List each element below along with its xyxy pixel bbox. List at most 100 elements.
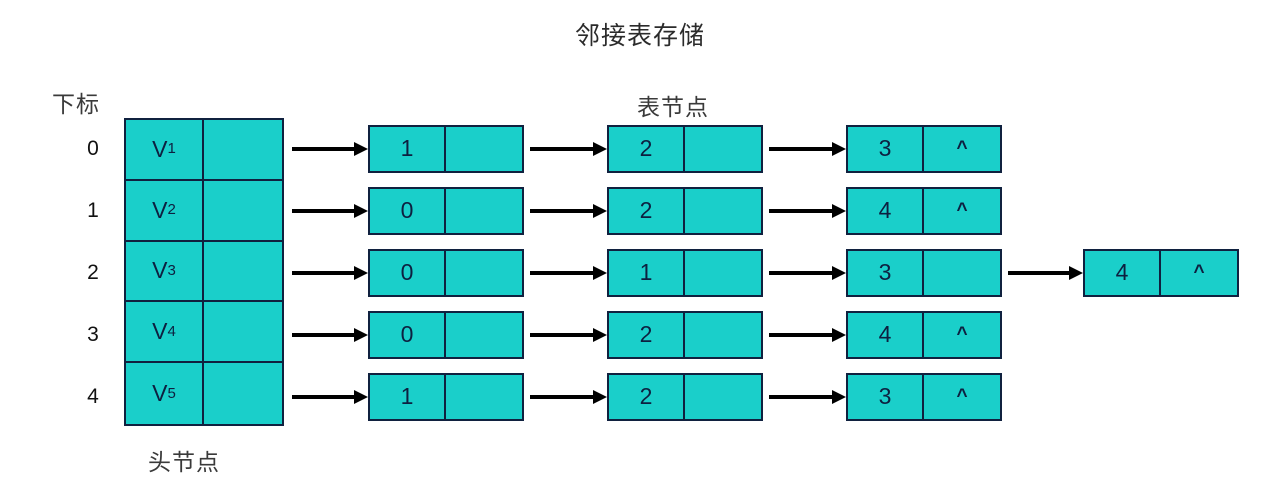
arrow-shaft xyxy=(292,270,356,275)
list-node: 1 xyxy=(368,372,524,421)
list-node: 3^ xyxy=(846,124,1002,173)
arrow-head xyxy=(354,265,368,280)
arrow-head-to-node xyxy=(292,265,368,280)
list-node: 2 xyxy=(607,186,763,235)
arrow-head xyxy=(354,203,368,218)
list-node-value: 0 xyxy=(370,188,446,233)
arrow-node-to-node xyxy=(769,265,846,280)
list-node: 0 xyxy=(368,248,524,297)
arrow-head xyxy=(593,265,607,280)
index-label-3: 3 xyxy=(87,322,99,346)
arrow-head xyxy=(832,389,846,404)
list-node: 1 xyxy=(607,248,763,297)
arrow-head-to-node xyxy=(292,389,368,404)
list-node-pointer-cell xyxy=(446,375,522,419)
arrow-head-to-node xyxy=(292,203,368,218)
list-node-value: 3 xyxy=(848,374,924,419)
list-node-null-pointer: ^ xyxy=(956,137,968,159)
list-node-value: 4 xyxy=(848,312,924,357)
arrow-head xyxy=(354,141,368,156)
arrow-node-to-node xyxy=(530,389,607,404)
index-label-4: 4 xyxy=(87,384,99,408)
head-node-pointer-cell xyxy=(204,242,282,301)
arrow-shaft xyxy=(769,394,834,399)
arrow-head xyxy=(832,141,846,156)
arrow-head xyxy=(354,327,368,342)
list-node-pointer-cell xyxy=(685,189,761,233)
arrow-shaft xyxy=(292,146,356,151)
list-node-null-pointer: ^ xyxy=(956,199,968,221)
caption-head-node: 头节点 xyxy=(148,450,220,476)
arrow-shaft xyxy=(1008,270,1071,275)
arrow-head-to-node xyxy=(292,327,368,342)
head-node-pointer-cell xyxy=(204,120,282,179)
list-node: 3^ xyxy=(846,372,1002,421)
arrow-node-to-node xyxy=(1008,265,1083,280)
list-node-value: 1 xyxy=(370,126,446,171)
arrow-head xyxy=(832,265,846,280)
arrow-shaft xyxy=(769,332,834,337)
arrow-shaft xyxy=(769,270,834,275)
list-node-value: 1 xyxy=(370,374,446,419)
list-node-pointer-cell xyxy=(446,313,522,357)
head-node-pointer-cell xyxy=(204,363,282,424)
arrow-node-to-node xyxy=(530,327,607,342)
list-node: 2 xyxy=(607,372,763,421)
index-label-2: 2 xyxy=(87,260,99,284)
arrow-head xyxy=(593,203,607,218)
list-node-value: 3 xyxy=(848,126,924,171)
list-node-value: 0 xyxy=(370,312,446,357)
list-node: 2 xyxy=(607,124,763,173)
arrow-node-to-node xyxy=(530,265,607,280)
list-node-pointer-cell xyxy=(685,251,761,295)
list-node-value: 4 xyxy=(848,188,924,233)
arrow-head xyxy=(832,327,846,342)
arrow-node-to-node xyxy=(769,203,846,218)
list-node: 3 xyxy=(846,248,1002,297)
list-node-pointer-cell xyxy=(446,189,522,233)
arrow-head xyxy=(593,327,607,342)
head-node-pointer-cell xyxy=(204,181,282,240)
list-node-null-pointer: ^ xyxy=(956,385,968,407)
list-node-value: 2 xyxy=(609,374,685,419)
arrow-node-to-node xyxy=(530,141,607,156)
index-label-1: 1 xyxy=(87,198,99,222)
arrow-node-to-node xyxy=(769,141,846,156)
arrow-node-to-node xyxy=(769,327,846,342)
arrow-shaft xyxy=(530,208,595,213)
arrow-head xyxy=(593,141,607,156)
list-node: 2 xyxy=(607,310,763,359)
head-node-pointer-cell xyxy=(204,302,282,361)
list-node-null-pointer: ^ xyxy=(1193,261,1205,283)
list-node-value: 4 xyxy=(1085,250,1161,295)
arrow-shaft xyxy=(292,394,356,399)
list-node-pointer-cell xyxy=(685,375,761,419)
list-node-value: 0 xyxy=(370,250,446,295)
list-node-value: 2 xyxy=(609,126,685,171)
arrow-shaft xyxy=(530,270,595,275)
caption-index: 下标 xyxy=(52,92,100,118)
arrow-head xyxy=(354,389,368,404)
arrow-shaft xyxy=(292,208,356,213)
arrow-head-to-node xyxy=(292,141,368,156)
arrow-shaft xyxy=(292,332,356,337)
arrow-shaft xyxy=(530,332,595,337)
arrow-node-to-node xyxy=(769,389,846,404)
page-title: 邻接表存储 xyxy=(574,21,705,50)
arrow-shaft xyxy=(769,146,834,151)
arrow-shaft xyxy=(530,146,595,151)
arrow-shaft xyxy=(530,394,595,399)
list-node-pointer-cell xyxy=(685,127,761,171)
list-node: 0 xyxy=(368,186,524,235)
